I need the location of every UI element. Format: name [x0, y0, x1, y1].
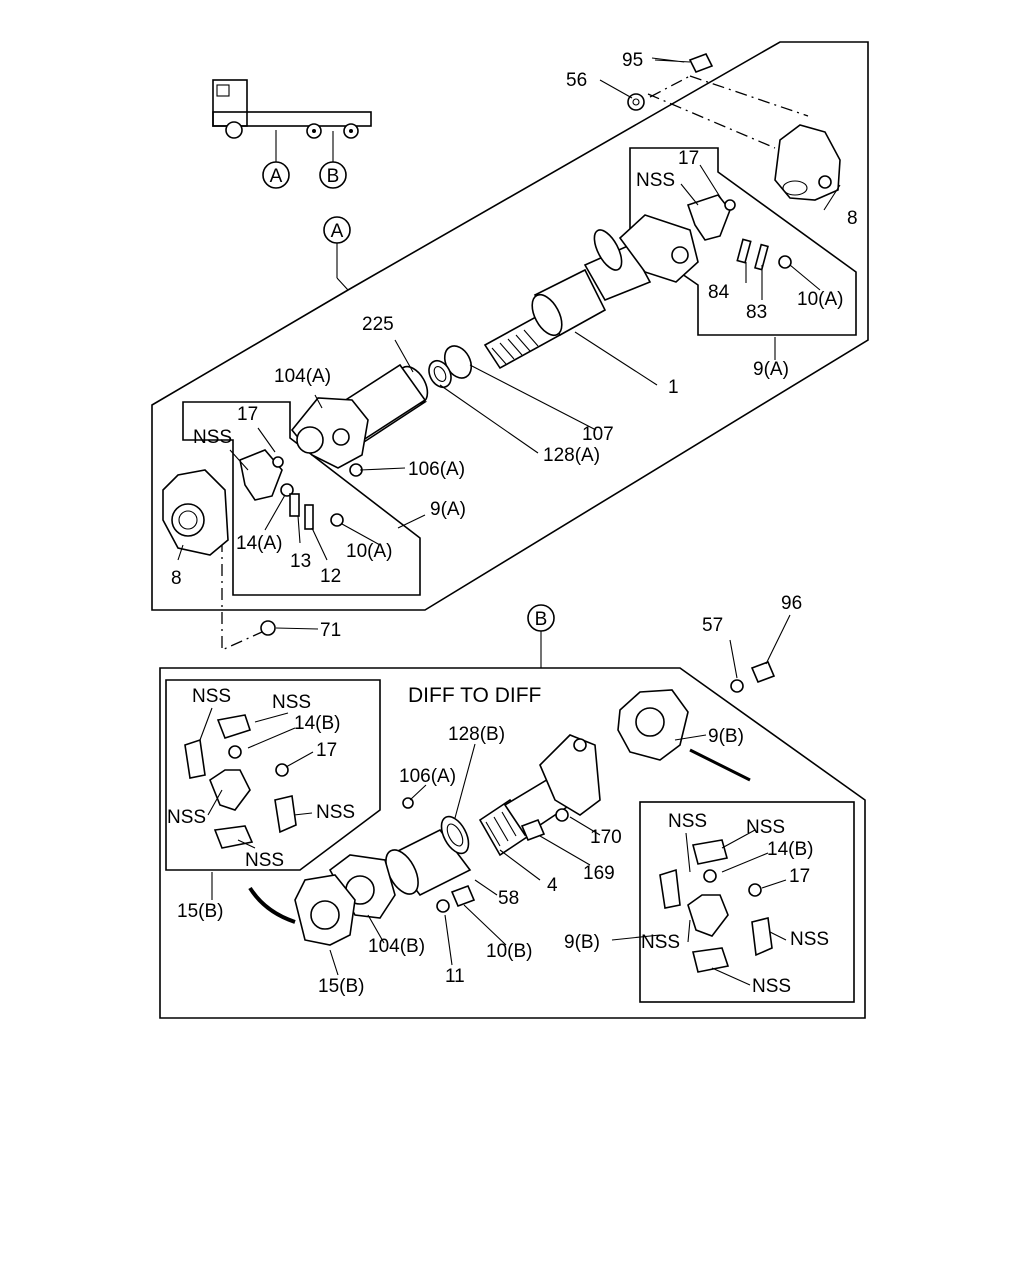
label-4: 4 — [547, 875, 558, 896]
label-nss-b4: NSS — [316, 802, 355, 823]
plates-84-83 — [736, 238, 792, 271]
spider-17-top — [686, 194, 736, 241]
plates-13-12 — [289, 493, 344, 530]
label-9a-top: 9(A) — [753, 359, 789, 380]
label-57: 57 — [702, 615, 723, 636]
bolt-95 — [688, 52, 714, 74]
label-nss-b2: NSS — [272, 692, 311, 713]
label-nss-top: NSS — [636, 170, 675, 191]
inset-15b-left — [165, 679, 381, 871]
label-10b: 10(B) — [486, 941, 532, 962]
callout-b-section: B — [527, 604, 555, 668]
label-nss-r2: NSS — [746, 817, 785, 838]
svg-text:A: A — [270, 166, 283, 187]
label-1: 1 — [668, 377, 679, 398]
label-17-top: 17 — [678, 148, 699, 169]
label-nss-r4: NSS — [790, 929, 829, 950]
label-9b-right: 9(B) — [564, 932, 600, 953]
driveshaft-b — [328, 734, 601, 919]
section-a-outline — [151, 41, 869, 611]
truck-locator-icon — [212, 79, 372, 162]
label-56: 56 — [566, 70, 587, 91]
label-128a: 128(A) — [543, 445, 600, 466]
label-104a: 104(A) — [274, 366, 331, 387]
spider-17-left — [239, 449, 294, 501]
label-128b: 128(B) — [448, 724, 505, 745]
label-nss-b3: NSS — [167, 807, 206, 828]
leaders-b — [199, 614, 791, 986]
inset-9b-right — [639, 801, 855, 1003]
section-b-outline — [159, 667, 866, 1019]
label-14b-right: 14(B) — [767, 839, 813, 860]
label-nss-r3: NSS — [641, 932, 680, 953]
label-nss-r1: NSS — [668, 811, 707, 832]
motion-arc-left — [248, 886, 296, 924]
label-106a-top: 106(A) — [408, 459, 465, 480]
label-106a-b: 106(A) — [399, 766, 456, 787]
flange-15b-bottom — [294, 874, 356, 946]
label-95: 95 — [622, 50, 643, 71]
label-8-top: 8 — [847, 208, 858, 229]
svg-text:B: B — [535, 609, 548, 630]
label-169: 169 — [583, 863, 615, 884]
spider-set-left — [184, 714, 297, 849]
label-71: 71 — [320, 620, 341, 641]
label-58: 58 — [498, 888, 519, 909]
fasteners-b — [402, 660, 776, 913]
label-17-bleft: 17 — [316, 740, 337, 761]
diagram-title: DIFF TO DIFF — [408, 684, 541, 707]
label-15b-left: 15(B) — [177, 901, 223, 922]
label-107: 107 — [582, 424, 614, 445]
flange-yoke-8-top — [774, 124, 841, 201]
mount-line-top — [647, 75, 809, 149]
label-nss-r5: NSS — [752, 976, 791, 997]
callout-a-section: A — [323, 216, 351, 291]
svg-text:A: A — [331, 221, 344, 242]
leaders-a — [177, 57, 841, 630]
label-13: 13 — [290, 551, 311, 572]
callout-a-top: A — [262, 161, 290, 189]
label-17-left: 17 — [237, 404, 258, 425]
label-104b: 104(B) — [368, 936, 425, 957]
label-10a-left: 10(A) — [346, 541, 392, 562]
label-9a-left: 9(A) — [430, 499, 466, 520]
label-225: 225 — [362, 314, 394, 335]
label-17-right: 17 — [789, 866, 810, 887]
label-14b-left: 14(B) — [294, 713, 340, 734]
svg-text:B: B — [327, 166, 340, 187]
nut-71 — [260, 620, 276, 636]
flange-9b-top — [617, 689, 689, 761]
label-170: 170 — [590, 827, 622, 848]
inset-9a-lower — [182, 401, 421, 596]
label-14a: 14(A) — [236, 533, 282, 554]
label-10a-top: 10(A) — [797, 289, 843, 310]
label-nss-left: NSS — [193, 427, 232, 448]
motion-line-right — [689, 748, 751, 782]
label-83: 83 — [746, 302, 767, 323]
label-12: 12 — [320, 566, 341, 587]
nut-56 — [627, 93, 645, 111]
spider-set-right — [659, 839, 773, 973]
callout-b-top: B — [319, 161, 347, 189]
label-96: 96 — [781, 593, 802, 614]
label-15b-bottom: 15(B) — [318, 976, 364, 997]
driveshaft-a — [290, 214, 699, 469]
label-84: 84 — [708, 282, 730, 303]
flange-yoke-8-left — [162, 469, 229, 556]
label-nss-b1: NSS — [192, 686, 231, 707]
label-nss-b5: NSS — [245, 850, 284, 871]
label-9b-top: 9(B) — [708, 726, 744, 747]
label-8-left: 8 — [171, 568, 182, 589]
label-11: 11 — [445, 966, 465, 987]
